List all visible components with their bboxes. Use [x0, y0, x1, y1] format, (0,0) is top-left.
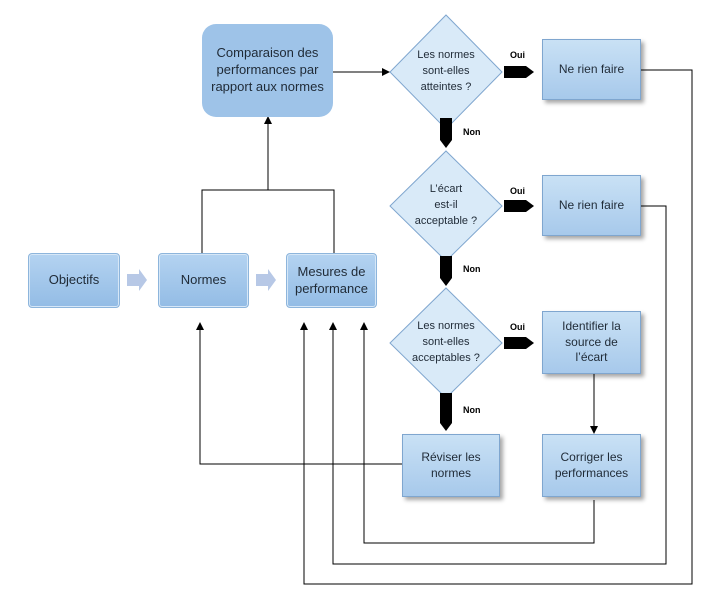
corriger-performances-box: Corriger les performances	[542, 434, 641, 497]
non-label-2: Non	[463, 264, 481, 274]
decision-2-text: L’écart est-il acceptable ?	[414, 183, 478, 227]
oui-label-3: Oui	[510, 322, 525, 332]
chevron-arrow-2	[256, 269, 276, 291]
connector-normes-mesures-to-comparaison	[201, 189, 335, 253]
oui-label-1: Oui	[510, 50, 525, 60]
non-arrow-1	[440, 118, 452, 148]
ne-rien-faire-box-2: Ne rien faire	[542, 175, 641, 236]
loop-ne-rien-faire-1-to-mesures	[300, 69, 693, 585]
oui-arrow-3	[504, 337, 534, 349]
reviser-normes-box: Réviser les normes	[402, 434, 500, 497]
comparaison-box: Comparaison des performances par rapport…	[202, 24, 333, 117]
loop-reviser-to-normes	[196, 322, 402, 465]
oui-arrow-2	[504, 200, 534, 212]
decision-1-text: Les normes sont-elles atteintes ?	[417, 49, 475, 93]
normes-box: Normes	[158, 253, 249, 308]
mesures-box: Mesures de performance	[286, 253, 377, 308]
non-arrow-3	[440, 393, 452, 431]
oui-arrow-1	[504, 66, 534, 78]
loop-corriger-to-mesures	[360, 322, 595, 544]
chevron-arrow-1	[127, 269, 147, 291]
objectifs-box: Objectifs	[28, 253, 120, 308]
oui-label-2: Oui	[510, 186, 525, 196]
identifier-source-box: Identifier la source de l’écart	[542, 311, 641, 374]
loop-ne-rien-faire-2-to-mesures	[329, 205, 667, 565]
non-label-3: Non	[463, 405, 481, 415]
ne-rien-faire-box-1: Ne rien faire	[542, 39, 641, 100]
non-arrow-2	[440, 256, 452, 286]
decision-3-text: Les normes sont-elles acceptables ?	[412, 320, 480, 364]
non-label-1: Non	[463, 127, 481, 137]
